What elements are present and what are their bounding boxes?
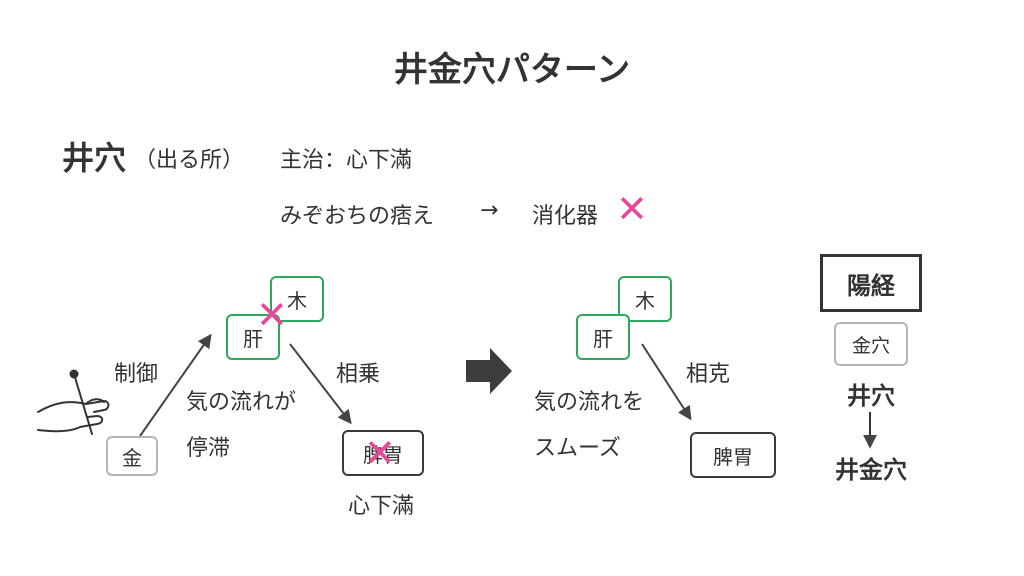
page-title: 井金穴パターン [393, 50, 631, 90]
label-below: 心下滿 [348, 494, 415, 519]
meridian-box: 陽経 [820, 254, 922, 312]
indication-text: 主治：心下滿 [280, 148, 413, 173]
restrain-arrow [641, 343, 692, 421]
label-restrain: 相克 [686, 362, 731, 387]
node-wood: 木 [270, 276, 324, 322]
right-arrow-icon [466, 348, 512, 394]
label-control: 制御 [114, 362, 159, 387]
label-overact: 相乗 [336, 362, 381, 387]
node-liver-right: 肝 [576, 314, 630, 360]
result-text: 消化器 [532, 204, 599, 229]
section-heading: 井穴 [62, 139, 127, 177]
hand-holding-needle-icon [37, 369, 110, 435]
from-point: 井穴 [847, 382, 895, 410]
label-flow-2: 停滞 [186, 436, 231, 461]
label-flow-1: 気の流れが [186, 390, 297, 415]
symptom-text: みぞおちの痞え [280, 204, 435, 229]
cross-mark-icon: ✕ [616, 187, 648, 231]
node-spleen-stomach-right: 脾胃 [690, 432, 776, 478]
to-point: 井金穴 [835, 456, 907, 484]
point-box: 金穴 [834, 322, 908, 366]
label-flow-2-right: スムーズ [534, 436, 621, 461]
node-metal: 金 [106, 436, 158, 476]
heading-note: （出る所） [134, 148, 245, 173]
overact-arrow [289, 343, 352, 425]
node-spleen-stomach: 脾胃 [342, 430, 424, 476]
arrow-text: → [480, 198, 499, 223]
control-arrow [139, 333, 212, 437]
spleen-cross-icon: ✕ [364, 431, 396, 475]
label-flow-1-right: 気の流れを [534, 390, 645, 415]
liver-cross-icon: ✕ [256, 293, 288, 337]
node-liver: 肝 [226, 314, 280, 360]
